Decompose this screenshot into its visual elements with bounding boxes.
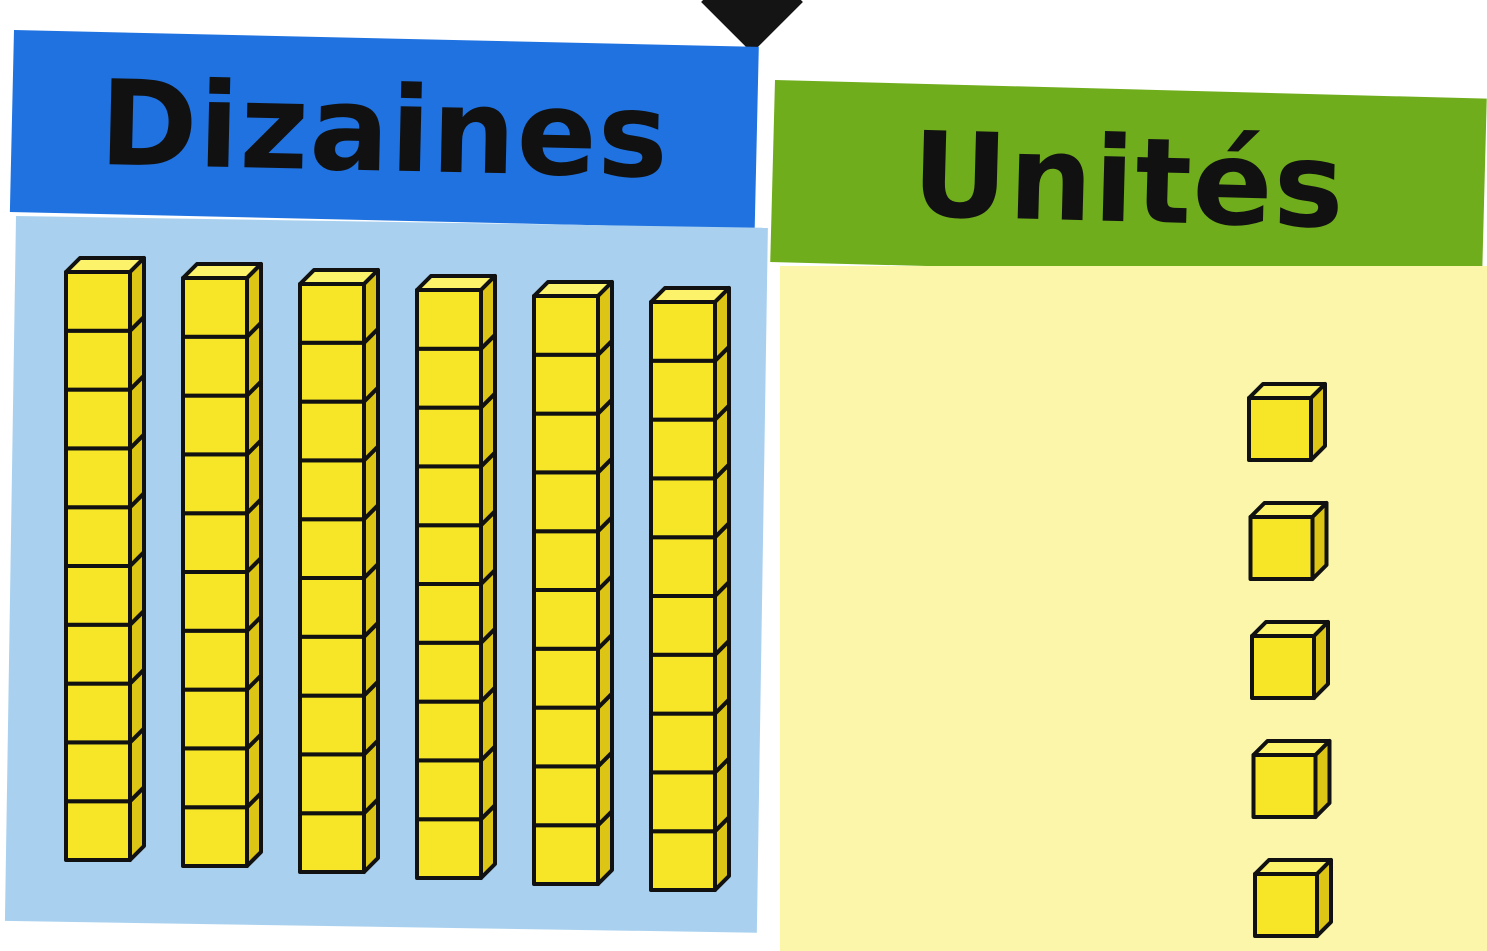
rod-cube <box>181 262 263 339</box>
rod-cube <box>298 268 380 345</box>
rod-cube <box>415 274 497 351</box>
units-panel <box>780 266 1487 951</box>
rod-cube <box>649 286 731 363</box>
unit-cube <box>1247 382 1327 462</box>
ten-rod <box>298 268 380 874</box>
unit-cube <box>1248 501 1329 581</box>
ten-rod <box>415 274 497 880</box>
ten-rod <box>181 262 263 868</box>
rod-cube <box>64 256 146 333</box>
unit-cube <box>1250 620 1330 700</box>
ten-rod <box>532 280 614 886</box>
unit-cube <box>1253 858 1333 938</box>
ten-rod <box>64 256 146 862</box>
unit-cube <box>1251 739 1332 819</box>
rod-cube <box>532 280 614 357</box>
ten-rod <box>649 286 731 892</box>
